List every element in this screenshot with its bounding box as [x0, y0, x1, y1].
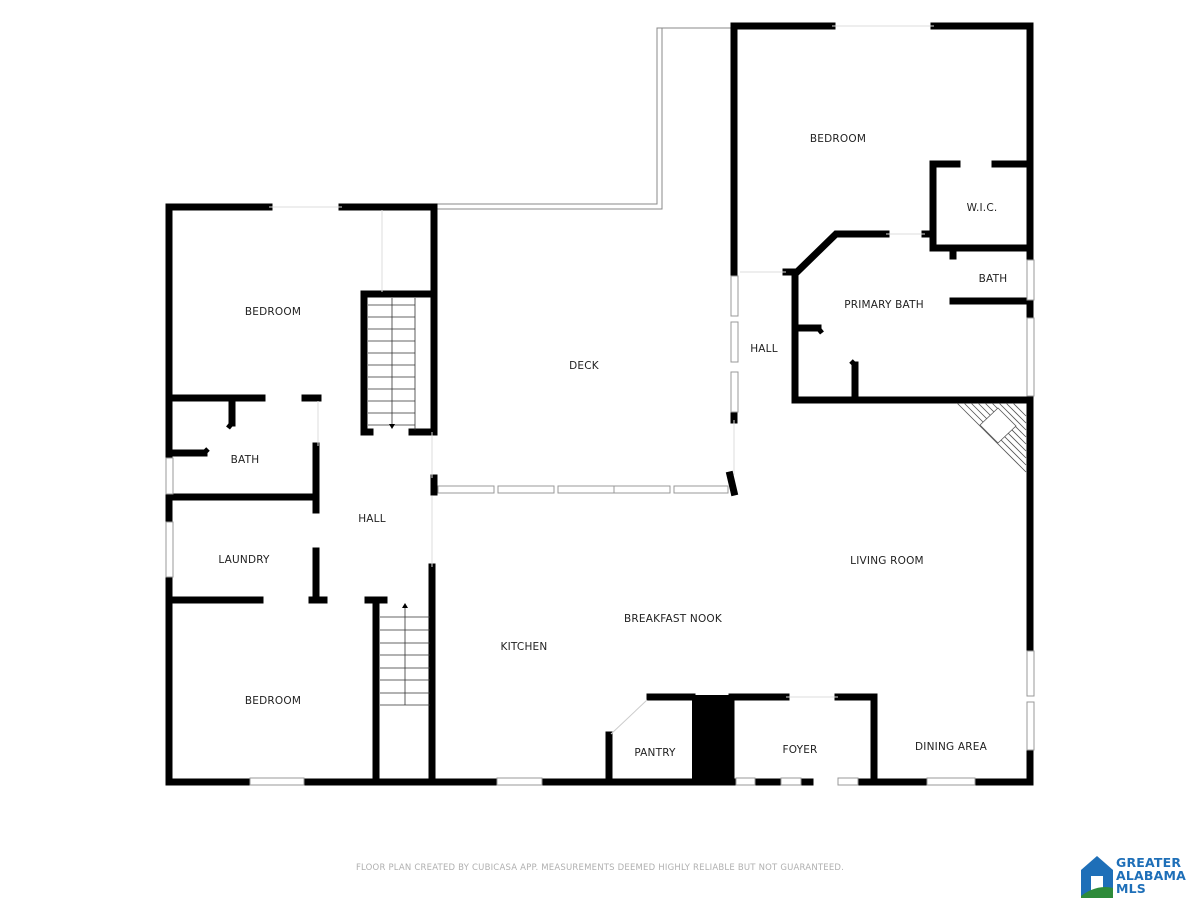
room-label-bedroom-left-top: BEDROOM [245, 306, 301, 318]
room-label-deck: DECK [569, 360, 600, 372]
stairs-upper [368, 298, 416, 430]
logo-line-greater: GREATER [1116, 855, 1182, 870]
stairs-lower [380, 607, 430, 706]
room-label-pantry: PANTRY [634, 747, 676, 759]
greater-alabama-mls-logo: GREATER ALABAMA MLS [1080, 854, 1200, 900]
room-labels: BEDROOM BATH HALL LAUNDRY BEDROOM DECK B… [218, 133, 1007, 759]
walls [165, 22, 1034, 786]
logo-line-mls: MLS [1116, 881, 1147, 896]
room-label-bedroom-primary: BEDROOM [810, 133, 866, 145]
room-label-laundry: LAUNDRY [218, 554, 270, 566]
disclaimer-text: FLOOR PLAN CREATED BY CUBICASA APP. MEAS… [355, 863, 845, 873]
room-label-hall-right: HALL [750, 343, 778, 355]
room-label-foyer: FOYER [782, 744, 817, 756]
room-label-bedroom-left-bottom: BEDROOM [245, 695, 301, 707]
room-label-hall-left: HALL [358, 513, 386, 525]
deck-railing [437, 27, 733, 210]
windows [165, 259, 1035, 786]
room-label-breakfast-nook: BREAKFAST NOOK [624, 613, 723, 625]
logo-text: GREATER ALABAMA MLS [1116, 856, 1186, 895]
room-label-wic: W.I.C. [967, 202, 998, 214]
room-label-kitchen: KITCHEN [501, 641, 548, 653]
room-label-primary-bath: PRIMARY BATH [844, 299, 924, 311]
room-label-bath-right: BATH [979, 273, 1008, 285]
room-label-living-room: LIVING ROOM [850, 555, 924, 567]
room-label-bath-left: BATH [231, 454, 260, 466]
column [692, 695, 731, 782]
house-icon [1081, 856, 1113, 898]
logo-line-alabama: ALABAMA [1116, 868, 1187, 883]
room-label-dining-area: DINING AREA [915, 741, 988, 753]
corner-fireplace [956, 402, 1027, 473]
